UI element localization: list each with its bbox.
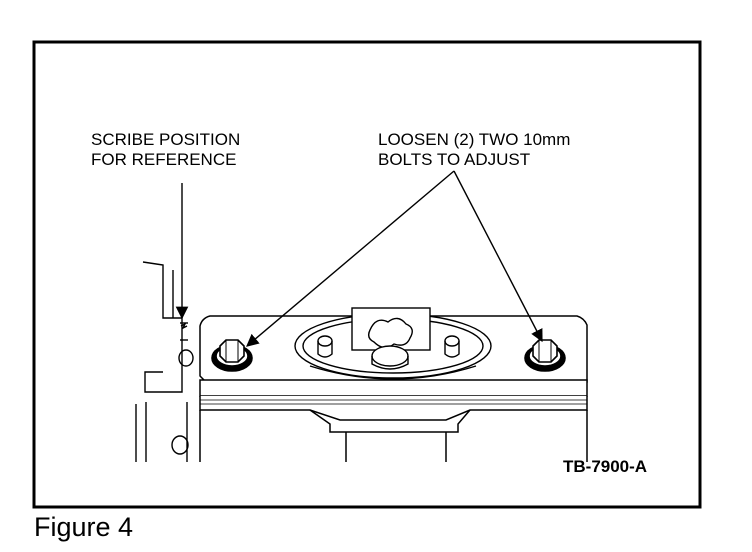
- scribe-mark: [180, 322, 188, 330]
- scribe-callout-line2: FOR REFERENCE: [91, 150, 236, 169]
- left-bolt-arrow: [246, 170, 455, 347]
- figure-frame: [32, 40, 702, 509]
- figure-caption: Figure 4: [34, 512, 134, 542]
- center-plate: [294, 307, 492, 380]
- loosen-callout-line2: BOLTS TO ADJUST: [378, 150, 530, 169]
- right-bolt: [524, 339, 566, 372]
- adjuster-bracket: [199, 315, 588, 462]
- left-bolt: [211, 339, 253, 372]
- loosen-callout-line1: LOOSEN (2) TWO 10mm: [378, 130, 570, 149]
- right-bolt-arrow: [453, 170, 543, 343]
- figure-id: TB-7900-A: [563, 457, 647, 476]
- housing-outline: [135, 261, 194, 462]
- scribe-callout-line1: SCRIBE POSITION: [91, 130, 240, 149]
